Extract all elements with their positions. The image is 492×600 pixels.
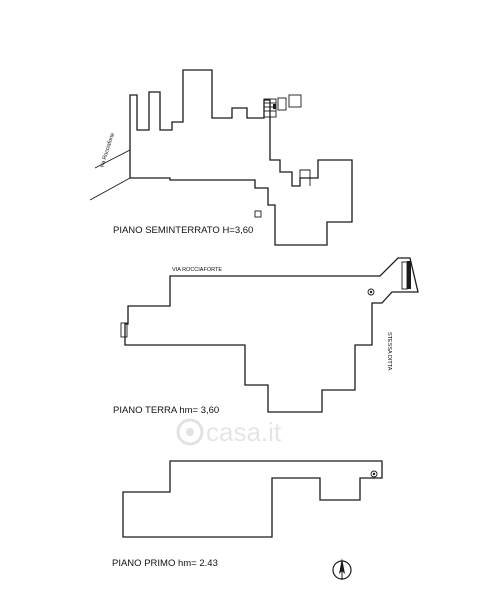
first-column-icon (370, 470, 378, 478)
basement-plan: via Rocciaforte PIANO SEMINTERRATO H=3,6… (89, 69, 353, 246)
rocciaforte-street-line-2 (89, 177, 131, 201)
basement-small-room (254, 210, 262, 218)
casa-logo-icon (176, 418, 204, 446)
first-floor-plan: PIANO PRIMO hm= 2.43 (112, 460, 383, 569)
basement-inner-wall (299, 169, 311, 186)
ground-outline (124, 257, 419, 413)
ground-stair-icon (401, 261, 411, 290)
basement-outline (129, 69, 353, 246)
ground-label: PIANO TERRA hm= 3,60 (113, 405, 219, 416)
ground-floor-plan: VIA ROCCIAFORTE STESSA DITTA PIANO TERRA… (113, 257, 419, 416)
north-arrow-icon (332, 558, 352, 580)
watermark: casa.it (176, 417, 282, 447)
stessa-ditta-label: STESSA DITTA (386, 332, 392, 371)
rocciaforte-street-line (94, 149, 131, 169)
ground-column-icon (367, 288, 375, 296)
watermark-text: casa.it (206, 417, 282, 447)
basement-label: PIANO SEMINTERRATO H=3,60 (113, 225, 253, 236)
ground-entry-box (120, 322, 128, 338)
first-label: PIANO PRIMO hm= 2.43 (112, 558, 218, 569)
street-label-top: VIA ROCCIAFORTE (172, 267, 222, 273)
stair-icon (263, 94, 302, 118)
first-outline (122, 460, 383, 538)
street-label-side: via Rocciaforte (99, 132, 116, 168)
